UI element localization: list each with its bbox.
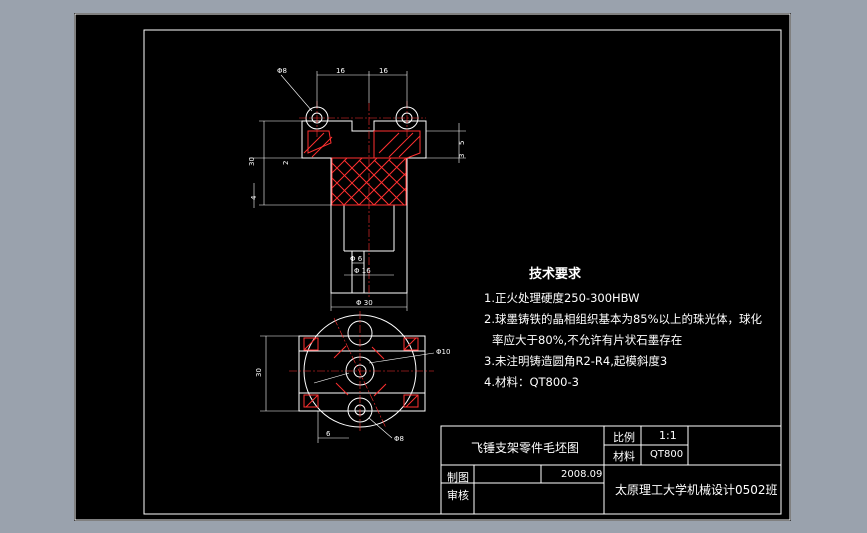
tech-line-4: 3.未注明铸造圆角R2-R4,起模斜度3 bbox=[484, 354, 668, 368]
dim-small-1: 2 bbox=[282, 161, 290, 165]
dim-height-overall: 30 bbox=[248, 157, 256, 166]
dim-plan-dia-2: Φ8 bbox=[394, 435, 404, 443]
tech-requirements-title: 技术要求 bbox=[529, 267, 582, 282]
drawing-sheet: 16 16 Φ8 30 2 4 5 3 Φ 6 Φ 16 Φ 30 bbox=[74, 13, 791, 521]
dim-plan-dia-1: Φ10 bbox=[436, 348, 450, 356]
plan-hatch bbox=[303, 337, 419, 408]
scale-label: 比例 bbox=[613, 431, 635, 444]
school-name: 太原理工大学机械设计0502班 bbox=[615, 483, 778, 497]
dim-small-2: 4 bbox=[250, 195, 258, 200]
dim-right-2: 3 bbox=[458, 154, 466, 158]
dim-bottom-2: Φ 16 bbox=[354, 267, 371, 275]
tech-line-1: 1.正火处理硬度250-300HBW bbox=[484, 291, 640, 305]
plan-dimensions bbox=[260, 335, 435, 443]
scale-value: 1:1 bbox=[659, 429, 677, 442]
engineering-drawing: 16 16 Φ8 30 2 4 5 3 Φ 6 Φ 16 Φ 30 bbox=[74, 13, 791, 521]
plan-center-lines bbox=[289, 311, 434, 433]
material-label: 材料 bbox=[613, 450, 635, 463]
drawing-date: 2008.09 bbox=[561, 469, 603, 480]
front-dimensions bbox=[249, 71, 466, 311]
dim-bottom-1: Φ 6 bbox=[350, 255, 363, 263]
dim-plan-bottom: 6 bbox=[326, 430, 331, 438]
front-section-hatch bbox=[303, 130, 421, 206]
inner-frame bbox=[143, 29, 782, 515]
dim-top-left: 16 bbox=[336, 67, 345, 75]
plan-dimension-text: Φ10 Φ8 30 6 bbox=[255, 348, 450, 443]
tech-line-2: 2.球墨铸铁的晶相组织基本为85%以上的珠光体，球化 bbox=[484, 312, 763, 326]
part-name: 飞锤支架零件毛坯图 bbox=[471, 441, 580, 455]
dim-bottom-3: Φ 30 bbox=[356, 299, 373, 307]
checked-label: 审核 bbox=[447, 489, 469, 502]
dim-plan-height: 30 bbox=[255, 368, 263, 377]
dim-right-1: 5 bbox=[458, 141, 466, 145]
drawn-label: 制图 bbox=[447, 471, 469, 484]
tech-line-3: 率应大于80%,不允许有片状石墨存在 bbox=[492, 333, 683, 347]
title-block bbox=[440, 425, 782, 515]
front-dimension-text: 16 16 Φ8 30 2 4 5 3 Φ 6 Φ 16 Φ 30 bbox=[248, 67, 466, 307]
dim-hole-callout: Φ8 bbox=[277, 67, 287, 75]
material-value: QT800 bbox=[650, 449, 684, 460]
outer-frame bbox=[74, 13, 791, 521]
tech-line-5: 4.材料：QT800-3 bbox=[484, 375, 579, 389]
dim-top-right: 16 bbox=[379, 67, 388, 75]
